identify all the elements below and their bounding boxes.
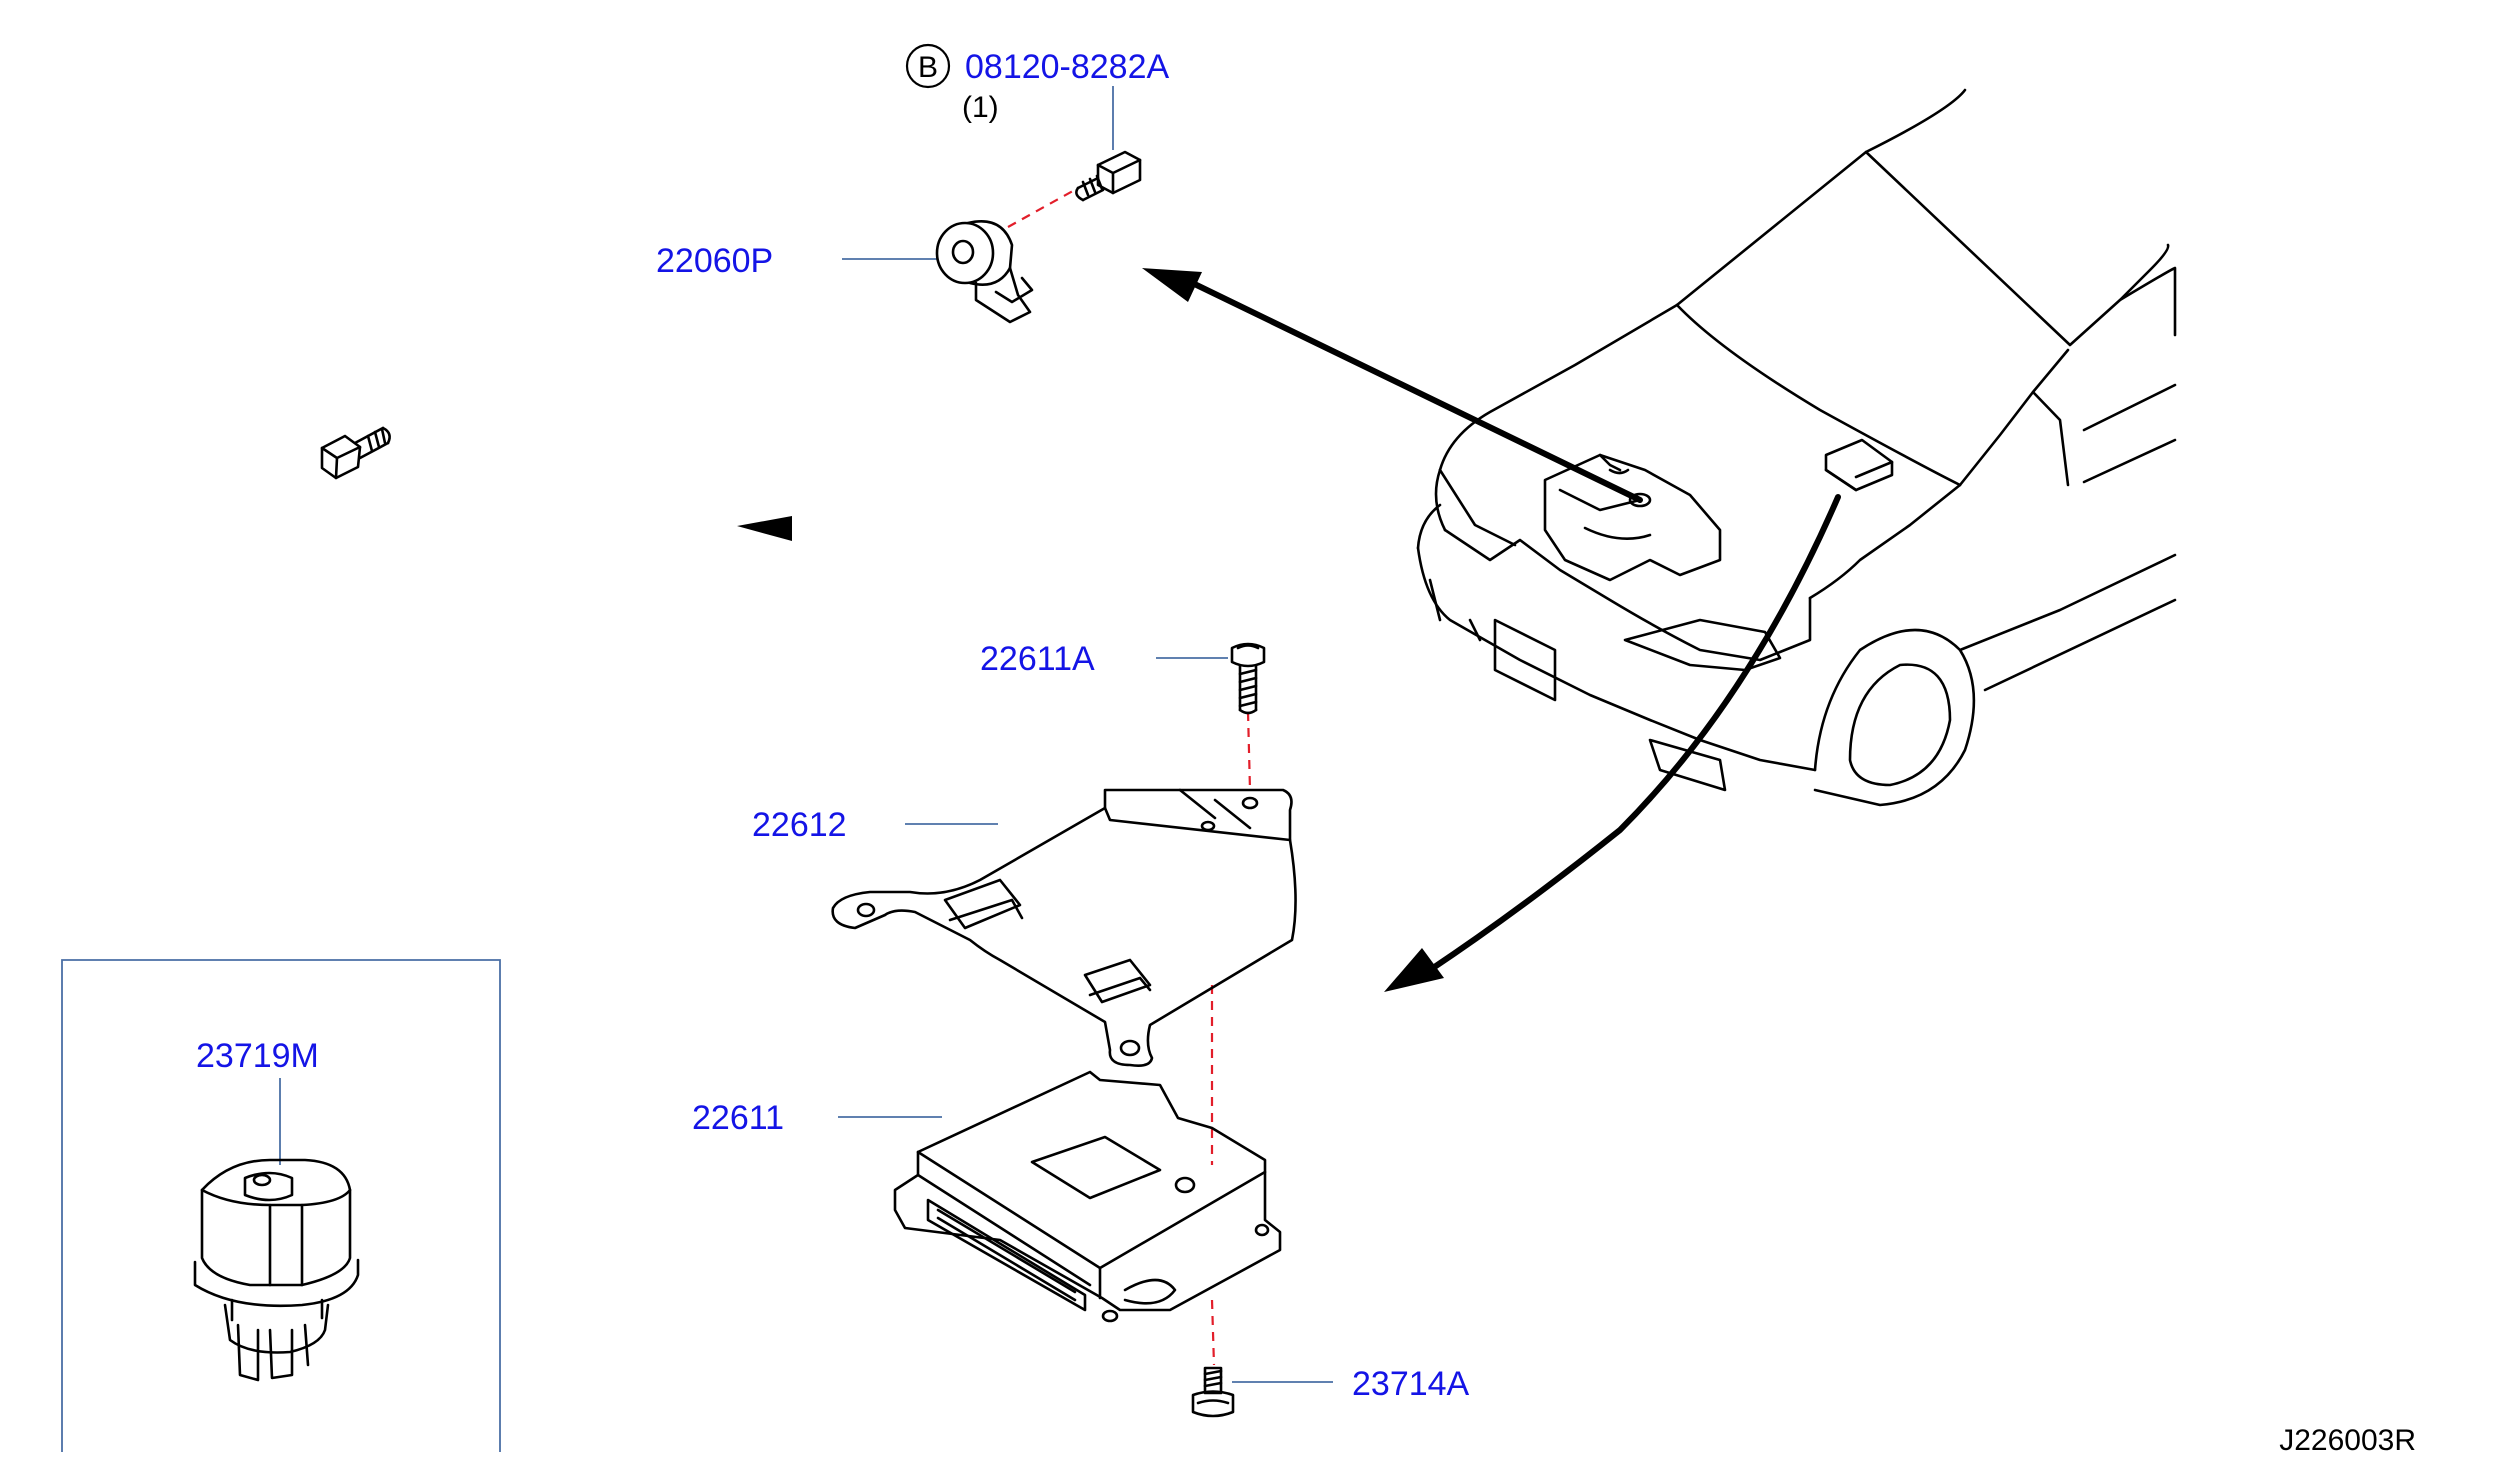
callout-knock-sensor: 22060P <box>656 242 938 280</box>
marker-letter: B <box>918 51 938 84</box>
part-number-22612[interactable]: 22612 <box>752 806 847 844</box>
loose-bolt-drawing <box>320 426 391 480</box>
callout-relay: 23719M <box>196 1037 319 1165</box>
knock-sensor-drawing <box>935 220 1034 324</box>
callout-unit-bolt: 23714A <box>1232 1365 1470 1403</box>
relay-drawing <box>193 1158 360 1382</box>
direction-arrowhead <box>737 516 792 541</box>
callout-bracket: 22612 <box>752 806 998 844</box>
callout-bracket-bolt: 22611A <box>980 640 1228 678</box>
alignment-dash-bracket-bolt <box>1246 711 1252 791</box>
drawing-code: J226003R <box>2279 1424 2416 1457</box>
vehicle-outline <box>1416 88 2177 807</box>
callout-control-unit: 22611 <box>692 1099 942 1137</box>
alignment-dash-sensor <box>1007 186 1081 228</box>
marker-circle <box>905 43 951 89</box>
control-unit-drawing <box>893 1070 1282 1323</box>
part-number-22611A[interactable]: 22611A <box>980 640 1095 678</box>
alignment-dash-unit-lower <box>1210 1299 1216 1366</box>
pointer-arrow-sensor <box>1142 268 1643 503</box>
callout-bolt-b: B 08120-8282A (1) <box>905 43 1170 150</box>
part-number-08120-8282A[interactable]: 08120-8282A <box>965 48 1170 86</box>
part-number-23719M[interactable]: 23719M <box>196 1037 319 1075</box>
quantity-label: (1) <box>962 91 999 124</box>
bracket-drawing <box>831 788 1297 1067</box>
relay-panel-frame <box>61 959 501 1452</box>
bracket-bolt-drawing <box>1230 642 1266 715</box>
part-number-23714A[interactable]: 23714A <box>1352 1365 1470 1403</box>
unit-bolt-drawing <box>1191 1366 1235 1418</box>
part-number-22060P[interactable]: 22060P <box>656 242 773 280</box>
part-number-22611[interactable]: 22611 <box>692 1099 784 1137</box>
pointer-arrow-control-unit <box>1384 494 1841 992</box>
bolt-b-drawing <box>1075 150 1142 202</box>
